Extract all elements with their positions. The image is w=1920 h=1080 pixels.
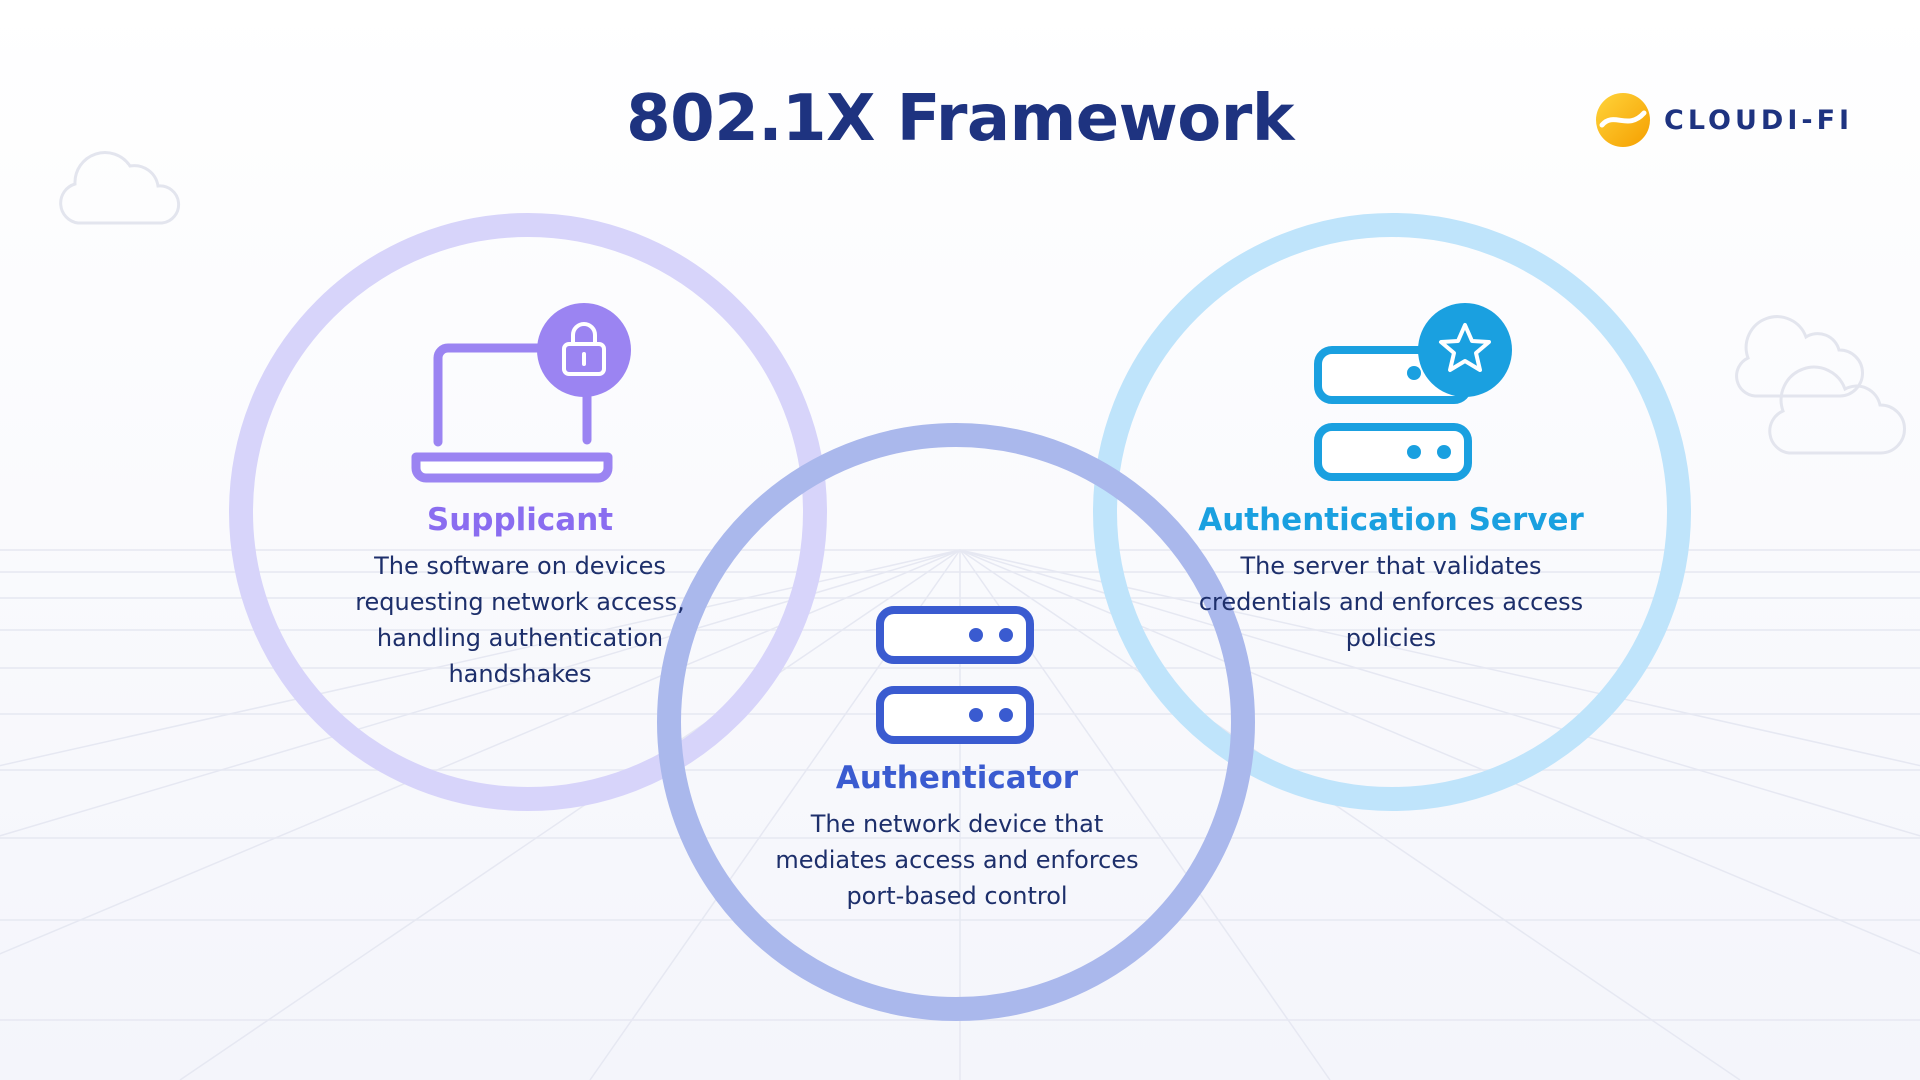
authentication-server-description: The server that validates credentials an…: [1198, 552, 1584, 652]
cloud-icon: [59, 151, 181, 225]
authentication-server-node: Authentication Server The server that va…: [1191, 502, 1591, 656]
supplicant-title: Supplicant: [426, 502, 614, 538]
supplicant-description: The software on devices requesting netwo…: [355, 552, 685, 688]
authenticator-description: The network device that mediates access …: [775, 810, 1139, 910]
authentication-server-title: Authentication Server: [1198, 502, 1584, 538]
authenticator-node: Authenticator The network device that me…: [752, 760, 1162, 914]
network-device-icon: [876, 606, 1034, 744]
venn-rings: [229, 213, 1691, 1021]
cloudi-fi-logo-icon: [1596, 93, 1650, 147]
laptop-lock-icon: [411, 303, 631, 483]
server-star-icon: [1314, 303, 1512, 481]
supplicant-ring: [229, 213, 827, 811]
brand-logo: CLOUDI-FI: [1594, 90, 1853, 150]
logo-text: CLOUDI-FI: [1664, 104, 1854, 136]
page-title: 802.1X Framework: [626, 82, 1294, 156]
cloud-icon: [1735, 315, 1906, 455]
supplicant-node: Supplicant The software on devices reque…: [320, 502, 720, 692]
authentication-server-ring: [1093, 213, 1691, 811]
authenticator-ring: [657, 423, 1255, 1021]
authenticator-title: Authenticator: [835, 760, 1079, 796]
